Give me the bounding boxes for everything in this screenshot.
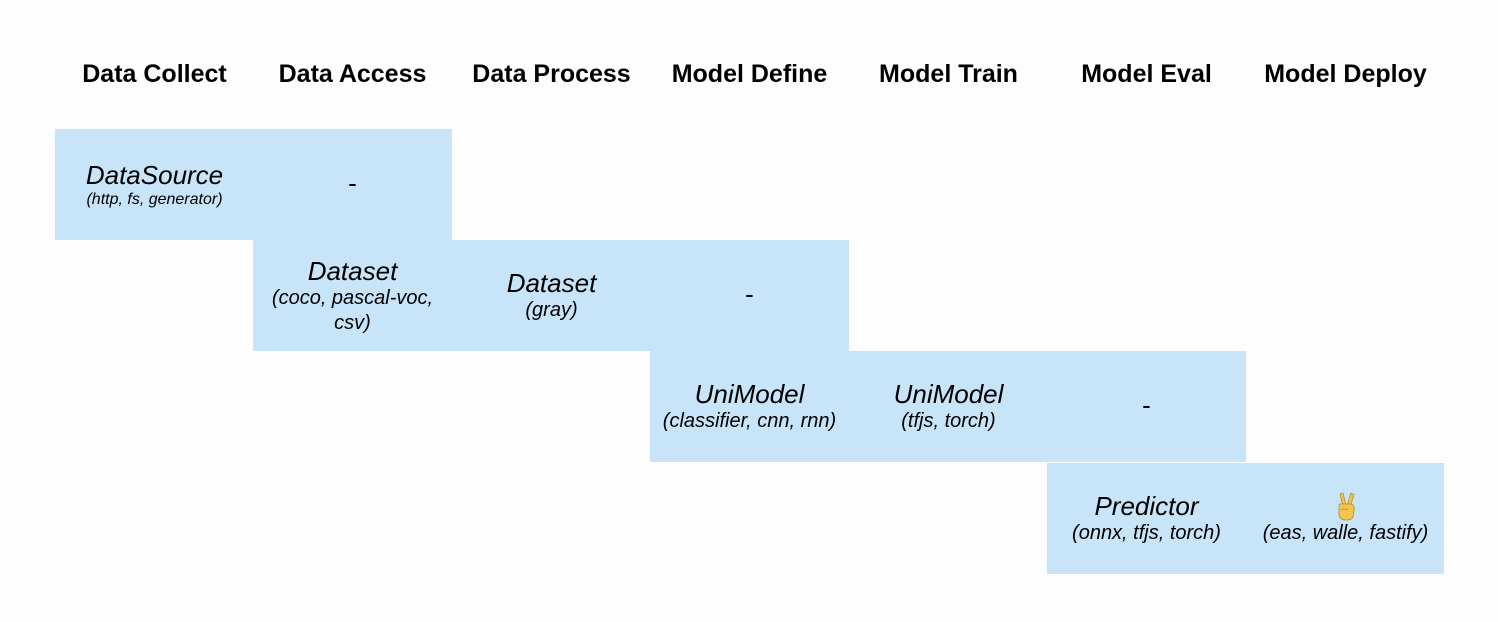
stage-header-data-process: Data Process	[472, 59, 631, 88]
stage-header-model-train: Model Train	[879, 59, 1018, 88]
cell-model-eval-placeholder: -	[1047, 351, 1246, 462]
row-bar-data-collection	[55, 129, 452, 240]
stage-header-data-access: Data Access	[278, 59, 427, 88]
cell-subtitle: (gray)	[525, 299, 578, 321]
cell-name: Predictor	[1094, 491, 1199, 521]
cell-name: DataSource	[85, 159, 224, 190]
cell-dataset-access: Dataset (coco, pascal-voc, csv)	[253, 240, 452, 351]
cell-subtitle: (onnx, tfjs, torch)	[1072, 522, 1221, 544]
cell-subtitle: (eas, walle, fastify)	[1262, 522, 1429, 544]
victory-hand-icon	[1334, 491, 1358, 521]
cell-subtitle: (coco, pascal-voc, csv)	[271, 286, 434, 334]
stage-header-data-collect: Data Collect	[82, 59, 227, 88]
cell-dataset-process: Dataset (gray)	[452, 240, 651, 351]
cell-name: Dataset	[506, 268, 597, 298]
cell-unimodel-train: UniModel (tfjs, torch)	[849, 351, 1048, 462]
cell-predictor: Predictor (onnx, tfjs, torch)	[1047, 463, 1246, 574]
cell-dash: -	[1142, 389, 1151, 420]
row-bar-dataset	[253, 240, 849, 351]
cell-deploy: (eas, walle, fastify)	[1246, 463, 1445, 574]
cell-unimodel-define: UniModel (classifier, cnn, rnn)	[650, 351, 849, 462]
stage-header-model-define: Model Define	[671, 59, 828, 88]
cell-datasource: DataSource (http, fs, generator)	[55, 129, 254, 240]
cell-dash: -	[348, 167, 357, 198]
cell-name: UniModel	[893, 379, 1004, 409]
stage-header-model-eval: Model Eval	[1081, 59, 1212, 88]
row-bar-model	[650, 351, 1246, 462]
cell-model-define-placeholder: -	[650, 240, 849, 351]
cell-name: UniModel	[694, 379, 805, 409]
cell-subtitle: (classifier, cnn, rnn)	[662, 410, 837, 432]
cell-subtitle: (tfjs, torch)	[901, 410, 996, 432]
row-bar-deploy	[1047, 463, 1444, 574]
cell-dash: -	[745, 278, 754, 309]
cell-subtitle: (http, fs, generator)	[86, 190, 223, 208]
stage-header-model-deploy: Model Deploy	[1264, 59, 1427, 88]
cell-name: Dataset	[307, 255, 398, 286]
cell-data-access-placeholder: -	[253, 129, 452, 240]
